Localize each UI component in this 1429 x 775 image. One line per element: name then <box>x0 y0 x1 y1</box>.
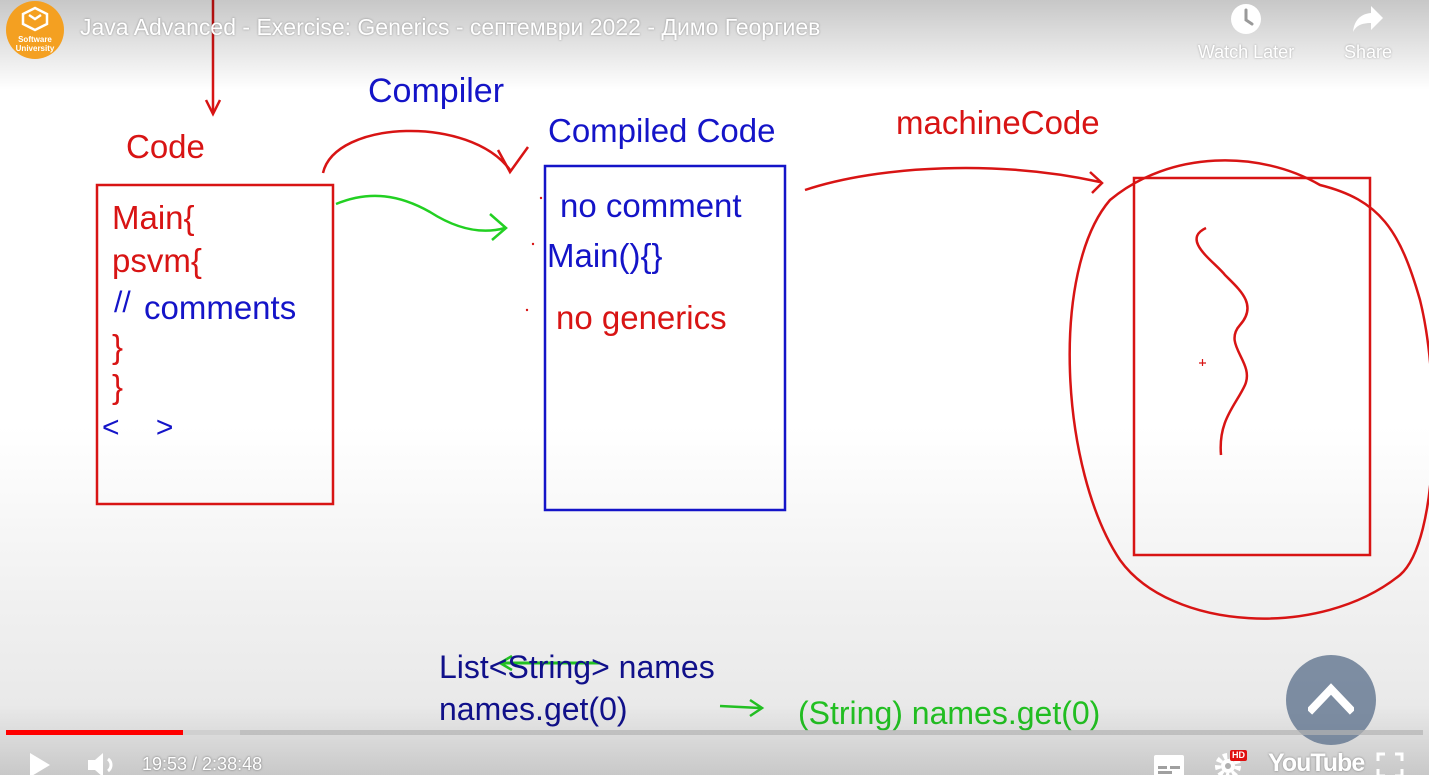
code-line-close-1: } <box>112 328 124 365</box>
compiled-main: Main(){} <box>547 237 663 274</box>
compiled-no-generics: no generics <box>556 299 727 336</box>
ink-dot <box>525 308 529 312</box>
video-title[interactable]: Java Advanced - Exercise: Generics - сеп… <box>80 14 821 40</box>
share-arrow-icon <box>1353 6 1383 32</box>
cast-call: (String) names.get(0) <box>798 697 1100 729</box>
watch-later-label: Watch Later <box>1197 42 1295 62</box>
chevron-up-icon <box>1308 683 1354 715</box>
progress-bar[interactable] <box>6 730 1423 735</box>
cube-icon <box>21 6 49 32</box>
progress-played <box>6 730 184 735</box>
get-call: names.get(0) <box>439 693 628 725</box>
share-button[interactable]: Share <box>1313 0 1423 75</box>
compiled-code-label: Compiled Code <box>548 112 776 149</box>
logo-line-1: Software <box>18 35 52 44</box>
code-line-close-2: } <box>112 368 124 405</box>
logo-line-2: University <box>15 44 55 53</box>
strike-string-head <box>497 654 513 672</box>
machine-squiggle <box>1195 226 1249 456</box>
play-icon[interactable] <box>26 751 54 775</box>
cast-arrow-head <box>749 698 765 718</box>
green-wave-head <box>489 213 508 241</box>
compiled-code-box <box>543 164 787 512</box>
youtube-logo[interactable]: YouTube <box>1268 749 1365 775</box>
clock-icon <box>1231 4 1261 34</box>
settings-icon <box>1215 753 1241 775</box>
share-label: Share <box>1343 42 1393 62</box>
time-display: 19:53 / 2:38:48 <box>142 754 263 774</box>
machine-code-box <box>1132 176 1372 557</box>
subtitles-icon[interactable] <box>1153 754 1185 775</box>
code-line-comments: comments <box>144 289 297 326</box>
bottom-overlay <box>0 705 1429 775</box>
compiled-no-comment: no comment <box>560 187 742 224</box>
code-label: Code <box>126 128 205 165</box>
watch-later-button[interactable]: Watch Later <box>1191 0 1301 75</box>
machine-code-arrow <box>804 166 1101 192</box>
code-line-main: Main{ <box>112 199 195 236</box>
volume-icon[interactable] <box>86 750 120 775</box>
cast-arrow <box>719 704 761 710</box>
top-overlay <box>0 0 1429 90</box>
ink-dot <box>539 196 543 200</box>
list-declaration: List<String> names <box>439 649 715 685</box>
compiler-arc-arrow <box>321 129 512 174</box>
green-wave-arrow <box>335 194 506 232</box>
ink-dot <box>531 242 535 246</box>
compiler-arc-head <box>496 146 530 175</box>
channel-logo[interactable]: Software University <box>6 1 64 59</box>
settings-button[interactable]: HD <box>1214 750 1248 775</box>
code-line-psvm: psvm{ <box>112 242 202 279</box>
cursor-plus <box>1199 359 1206 366</box>
code-box <box>95 183 335 506</box>
code-comment-slash: // <box>114 286 131 319</box>
code-angle-brackets: < > <box>102 411 188 444</box>
arrow-down-head <box>204 99 222 117</box>
compiler-label: Compiler <box>368 72 505 110</box>
machine-code-circle <box>1068 159 1429 620</box>
machine-code-label: machineCode <box>896 104 1100 141</box>
hd-badge: HD <box>1230 750 1247 761</box>
machine-code-arrow-head <box>1089 171 1104 194</box>
fullscreen-icon[interactable] <box>1376 752 1404 775</box>
